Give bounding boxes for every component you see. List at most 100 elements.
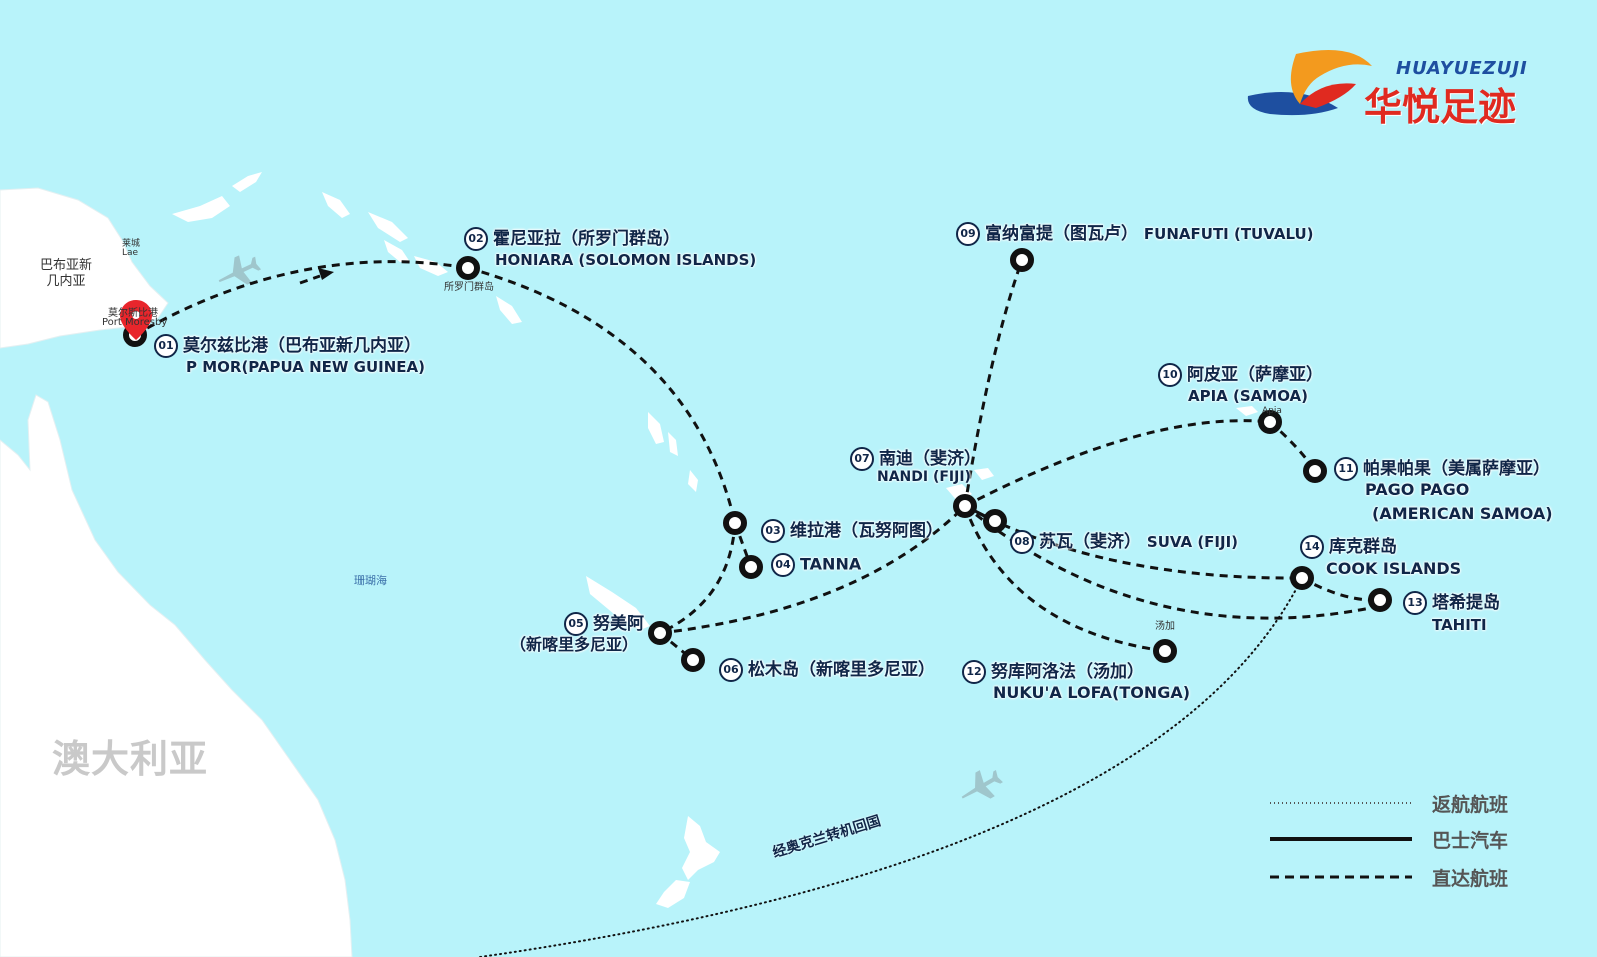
- stop-name-zh: 松木岛（新喀里多尼亚）: [748, 660, 935, 680]
- airplane-icon: [218, 255, 262, 285]
- legend-direct-flight: 直达航班: [1432, 868, 1509, 890]
- apia-map-label: Apia: [1262, 406, 1282, 416]
- vanuatu-island-a: [648, 412, 664, 444]
- route-return-flight: [479, 577, 1303, 957]
- solomon-island-a: [368, 212, 408, 242]
- stop-marker-02[interactable]: [456, 256, 480, 280]
- new-ireland-island: [232, 172, 262, 192]
- vanuatu-island-b: [668, 432, 678, 456]
- coral-sea-label: 珊瑚海: [354, 574, 387, 587]
- legend-return-flight: 返航航班: [1432, 794, 1509, 816]
- stop-name-zh: 南迪（斐济）: [879, 449, 981, 469]
- lae-en-label: Lae: [122, 248, 139, 258]
- route-07-10: [964, 419, 1271, 508]
- new-zealand-north-island: [682, 816, 720, 880]
- bougainville-island: [322, 192, 350, 218]
- stop-number-badge: 05: [564, 612, 588, 636]
- stop-marker-04[interactable]: [739, 555, 763, 579]
- stop-name-en-01: P MOR(PAPUA NEW GUINEA): [186, 358, 425, 376]
- legend-bus: 巴士汽车: [1432, 830, 1509, 852]
- stop-marker-13[interactable]: [1368, 588, 1392, 612]
- fiji-island-b: [974, 468, 994, 480]
- stop-number-badge: 09: [956, 222, 980, 246]
- lae-zh-label: 莱城: [122, 239, 141, 249]
- stop-name-zh: 努美阿: [593, 614, 644, 634]
- route-01-02: [134, 260, 469, 337]
- solomon-island-d: [496, 296, 522, 324]
- vanuatu-island-c: [688, 470, 698, 492]
- solomon-map-label: 所罗门群岛: [444, 282, 494, 293]
- stop-name-en-10: APIA (SAMOA): [1188, 387, 1309, 405]
- solomon-island-c: [414, 256, 448, 276]
- brand-logo-icon: [1247, 50, 1372, 116]
- route-arrow-shaft: [299, 274, 321, 285]
- stop-number-badge: 10: [1158, 363, 1182, 387]
- airplane-icon: [961, 770, 1003, 799]
- stop-name-en-13: TAHITI: [1432, 616, 1487, 634]
- start-location-pin-icon: [120, 300, 152, 340]
- stop-marker-05[interactable]: [648, 621, 672, 645]
- stop-number-badge: 14: [1300, 535, 1324, 559]
- stop-marker-11[interactable]: [1303, 459, 1327, 483]
- new-caledonia-island: [586, 576, 650, 630]
- route-07-09: [963, 259, 1024, 507]
- route-07-14: [964, 504, 1303, 580]
- stop-name-zh: 维拉港（瓦努阿图）: [790, 521, 943, 541]
- stop-number-badge: 13: [1403, 591, 1427, 615]
- stop-name-zh: 霍尼亚拉（所罗门群岛）: [493, 229, 680, 249]
- stop-name-zh: 阿皮亚（萨摩亚）: [1187, 365, 1323, 385]
- australia-label: 澳大利亚: [52, 737, 209, 781]
- stop-number-badge: 01: [154, 334, 178, 358]
- stop-name-zh: 库克群岛: [1329, 537, 1397, 557]
- tonga-map-label: 汤加: [1155, 621, 1175, 632]
- stop-name-zh: 莫尔兹比港（巴布亚新几内亚）: [183, 336, 421, 356]
- stop-marker-14[interactable]: [1290, 566, 1314, 590]
- route-02-03: [467, 266, 737, 524]
- logo-text-zh: 华悦足迹: [1364, 85, 1517, 129]
- stop-name-en2-11: (AMERICAN SAMOA): [1372, 504, 1553, 523]
- port-moresby-en-label: Port Moresby: [102, 317, 168, 328]
- stop-number-badge: 08: [1010, 530, 1034, 554]
- stop-number-badge: 11: [1334, 457, 1358, 481]
- stop-marker-08[interactable]: [983, 509, 1007, 533]
- stop-marker-03[interactable]: [723, 511, 747, 535]
- stop-name-zh: 努库阿洛法（汤加）: [991, 662, 1144, 682]
- stop-name-zh: 帕果帕果（美属萨摩亚）: [1363, 459, 1550, 479]
- route-05-07: [659, 504, 967, 635]
- stop-marker-09[interactable]: [1010, 248, 1034, 272]
- stop-name-en: TANNA: [800, 554, 862, 574]
- stop-marker-06[interactable]: [681, 648, 705, 672]
- stop-marker-12[interactable]: [1153, 639, 1177, 663]
- stop-number-badge: 07: [850, 447, 874, 471]
- stop-name-en-07: NANDI (FIJI): [877, 469, 971, 485]
- route-07-12: [963, 505, 1166, 653]
- stop-subname-05: （新喀里多尼亚）: [510, 635, 639, 654]
- stop-marker-10[interactable]: [1258, 410, 1282, 434]
- stop-marker-07[interactable]: [953, 494, 977, 518]
- route-direction-arrow: [318, 268, 334, 280]
- new-britain-island: [172, 196, 230, 222]
- stop-name-en-14: COOK ISLANDS: [1326, 559, 1462, 578]
- port-moresby-zh-label: 莫尔斯比港: [108, 308, 158, 319]
- new-zealand-south-island: [656, 880, 690, 908]
- stop-name-zh: 富纳富提（图瓦卢）: [985, 224, 1138, 244]
- stop-name-zh: 塔希提岛: [1432, 593, 1500, 613]
- stop-number-badge: 06: [719, 658, 743, 682]
- stop-number-badge: 12: [962, 660, 986, 684]
- stop-name-zh: 苏瓦（斐济）: [1039, 532, 1141, 552]
